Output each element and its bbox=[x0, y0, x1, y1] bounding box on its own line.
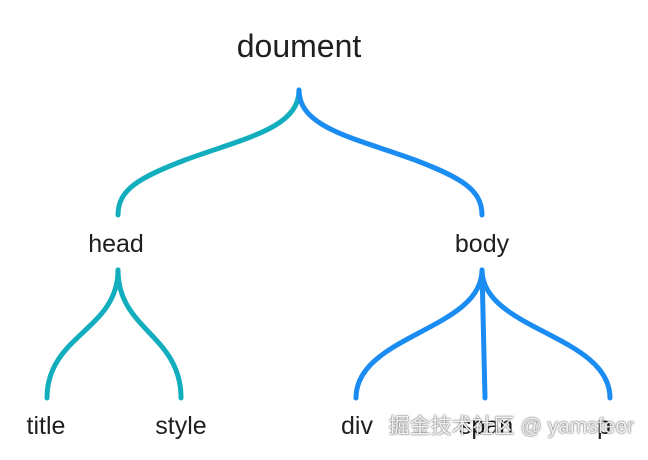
edge-root-head bbox=[115, 87, 302, 218]
edge-head-title bbox=[44, 267, 121, 401]
node-document: doument bbox=[236, 28, 362, 64]
node-p: p bbox=[597, 412, 611, 440]
node-title: title bbox=[26, 412, 66, 440]
edge-body-span bbox=[479, 267, 488, 401]
node-head: head bbox=[88, 230, 144, 258]
node-body: body bbox=[454, 230, 510, 258]
node-span: span bbox=[458, 412, 514, 440]
node-div: div bbox=[341, 412, 373, 440]
edge-root-body bbox=[296, 87, 485, 218]
edge-body-div bbox=[353, 267, 485, 401]
edge-body-p bbox=[479, 267, 613, 401]
node-style: style bbox=[155, 412, 207, 440]
watermark: 掘金技术社区 @ yamsfeer bbox=[388, 415, 634, 438]
edge-head-style bbox=[115, 267, 184, 401]
